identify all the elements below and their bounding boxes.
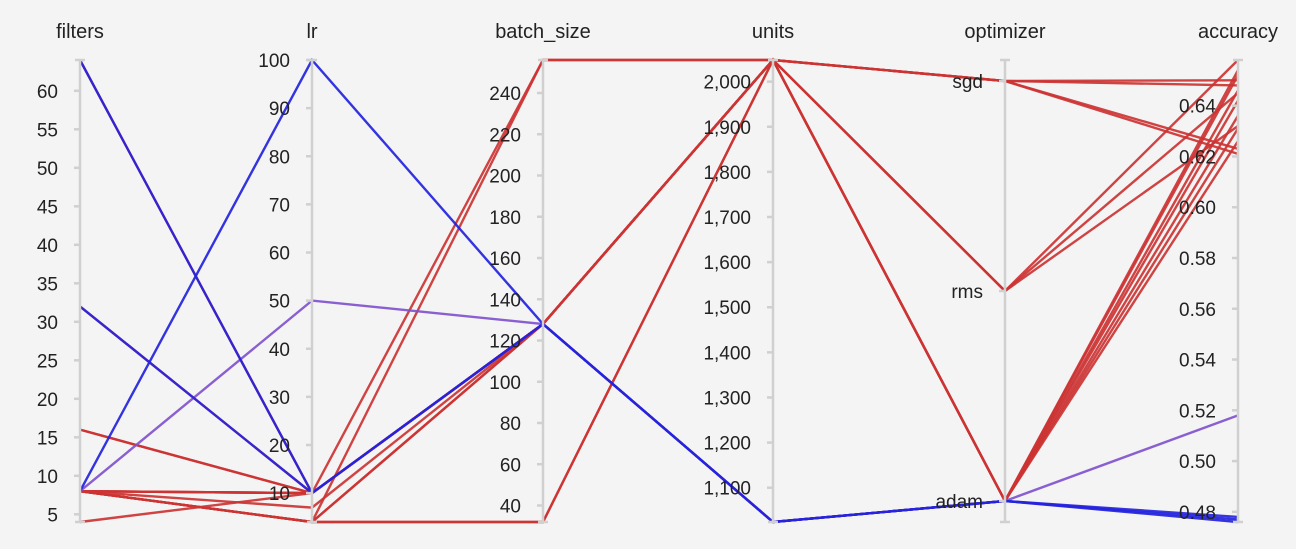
tick-label-optimizer: sgd bbox=[952, 72, 983, 93]
axes: filters 5 10 15 20 25 30 35 40 45 50 55 60 lr 10 20 30 40… bbox=[37, 21, 1278, 526]
data-line-10 bbox=[79, 115, 1240, 524]
tick-label-accuracy: 0.50 bbox=[1179, 452, 1216, 473]
tick-label-lr: 50 bbox=[269, 292, 290, 313]
tick-label-units: 1,500 bbox=[703, 298, 751, 319]
tick-label-units: 2,000 bbox=[703, 73, 751, 94]
tick-label-lr: 10 bbox=[269, 484, 290, 505]
tick-label-filters: 45 bbox=[37, 197, 58, 218]
tick-label-units: 1,100 bbox=[703, 479, 751, 500]
tick-label-filters: 10 bbox=[37, 467, 58, 488]
tick-label-batch_size: 140 bbox=[489, 290, 521, 311]
tick-label-units: 1,900 bbox=[703, 118, 751, 139]
axis-optimizer: optimizer sgd rms adam bbox=[935, 21, 1046, 524]
data-line-13 bbox=[79, 89, 1240, 524]
tick-label-batch_size: 200 bbox=[489, 167, 521, 188]
axis-title-filters: filters bbox=[56, 21, 104, 43]
tick-label-optimizer: adam bbox=[935, 492, 983, 513]
tick-label-accuracy: 0.56 bbox=[1179, 300, 1216, 321]
data-line-7 bbox=[79, 58, 1239, 509]
data-line-1 bbox=[78, 58, 1239, 496]
tick-label-lr: 20 bbox=[269, 436, 290, 457]
tick-label-filters: 55 bbox=[37, 120, 58, 141]
data-line-18 bbox=[79, 305, 1239, 524]
tick-label-accuracy: 0.48 bbox=[1179, 503, 1216, 524]
axis-title-accuracy: accuracy bbox=[1198, 21, 1278, 43]
tick-label-filters: 20 bbox=[37, 390, 58, 411]
tick-label-lr: 70 bbox=[269, 195, 290, 216]
tick-label-filters: 5 bbox=[47, 505, 58, 526]
axis-batch_size: batch_size 40 60 80 100 120 140 160 180 200 220 240 bbox=[489, 21, 591, 524]
tick-label-units: 1,700 bbox=[703, 208, 751, 229]
axis-title-units: units bbox=[752, 21, 794, 43]
tick-label-filters: 60 bbox=[37, 82, 58, 103]
tick-label-lr: 60 bbox=[269, 244, 290, 265]
axis-filters: filters 5 10 15 20 25 30 35 40 45 50 55 60 bbox=[37, 21, 104, 526]
tick-label-units: 1,300 bbox=[703, 388, 751, 409]
axis-units: units 1,100 1,200 1,300 1,400 1,500 1,600 1,700… bbox=[703, 21, 794, 524]
data-line-14 bbox=[79, 57, 1240, 504]
tick-label-accuracy: 0.62 bbox=[1179, 147, 1216, 168]
tick-label-batch_size: 120 bbox=[489, 332, 521, 353]
data-line-2 bbox=[79, 58, 1239, 495]
axis-title-optimizer: optimizer bbox=[964, 21, 1045, 43]
tick-label-accuracy: 0.60 bbox=[1179, 198, 1216, 219]
tick-label-lr: 100 bbox=[258, 51, 290, 72]
tick-label-filters: 40 bbox=[37, 236, 58, 257]
tick-label-batch_size: 160 bbox=[489, 249, 521, 270]
tick-label-units: 1,600 bbox=[703, 253, 751, 274]
tick-label-accuracy: 0.54 bbox=[1179, 351, 1216, 372]
data-line-4 bbox=[79, 58, 1239, 495]
tick-label-batch_size: 220 bbox=[489, 125, 521, 146]
tick-label-units: 1,800 bbox=[703, 163, 751, 184]
tick-label-lr: 90 bbox=[269, 99, 290, 120]
axis-lr: lr 10 20 30 40 50 60 70 80 90 100 bbox=[258, 21, 318, 524]
data-line-6 bbox=[79, 58, 1239, 495]
tick-label-filters: 25 bbox=[37, 351, 58, 372]
data-lines bbox=[78, 57, 1240, 524]
tick-label-filters: 50 bbox=[37, 159, 58, 180]
tick-label-batch_size: 180 bbox=[489, 208, 521, 229]
tick-label-batch_size: 40 bbox=[500, 497, 521, 518]
tick-label-batch_size: 80 bbox=[500, 414, 521, 435]
tick-label-batch_size: 240 bbox=[489, 84, 521, 105]
tick-label-lr: 40 bbox=[269, 340, 290, 361]
tick-label-optimizer: rms bbox=[951, 282, 983, 303]
tick-label-accuracy: 0.58 bbox=[1179, 249, 1216, 270]
tick-label-batch_size: 60 bbox=[500, 455, 521, 476]
axis-accuracy: accuracy 0.48 0.50 0.52 0.54 0.56 0.58 0.60 0.62… bbox=[1179, 21, 1278, 524]
tick-label-accuracy: 0.52 bbox=[1179, 401, 1216, 422]
tick-label-filters: 30 bbox=[37, 313, 58, 334]
data-line-9 bbox=[79, 57, 1240, 524]
tick-label-lr: 30 bbox=[269, 388, 290, 409]
tick-label-units: 1,400 bbox=[703, 343, 751, 364]
tick-label-filters: 35 bbox=[37, 274, 58, 295]
tick-label-accuracy: 0.64 bbox=[1179, 97, 1216, 118]
axis-title-lr: lr bbox=[306, 21, 317, 43]
axis-title-batch_size: batch_size bbox=[495, 21, 591, 43]
tick-label-filters: 15 bbox=[37, 428, 58, 449]
data-line-11 bbox=[79, 57, 1240, 504]
tick-label-lr: 80 bbox=[269, 147, 290, 168]
tick-label-batch_size: 100 bbox=[489, 373, 521, 394]
tick-label-units: 1,200 bbox=[703, 434, 751, 455]
